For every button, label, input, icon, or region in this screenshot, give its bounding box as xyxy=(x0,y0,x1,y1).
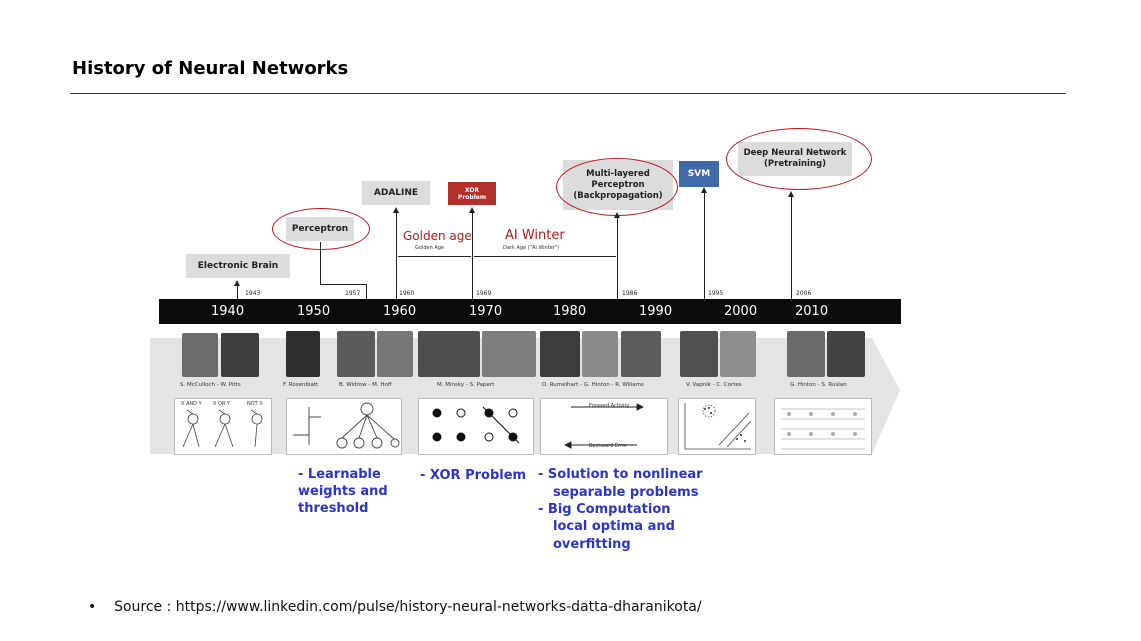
xor-diagram xyxy=(432,406,520,444)
note-mlp-5: overfitting xyxy=(553,537,631,552)
milestone-adaline: ADALINE xyxy=(362,181,430,205)
portrait-rosenblatt xyxy=(286,331,320,377)
xor-line-2: Problem xyxy=(457,193,487,201)
note-perceptron-3: threshold xyxy=(298,501,369,516)
connector-1957 xyxy=(366,284,367,299)
year-label-1957: 1957 xyxy=(345,290,361,297)
dark-age-span xyxy=(474,256,616,257)
panel-deep-network xyxy=(774,398,872,455)
researcher-names-2: F. Rosenblatt xyxy=(283,382,319,388)
year-label-1969: 1969 xyxy=(476,290,492,297)
source-text: Source : https://www.linkedin.com/pulse/… xyxy=(114,599,702,615)
portrait-cortes xyxy=(720,331,756,377)
researcher-names-7: G. Hinton - S. Ruslan xyxy=(790,382,847,388)
dark-age-label: Dark Age ("AI Winter") xyxy=(503,245,560,251)
researcher-names-6: V. Vapnik - C. Cortes xyxy=(686,382,742,388)
note-xor: - XOR Problem xyxy=(420,468,527,483)
year-label-1995: 1995 xyxy=(708,290,724,297)
milestone-electronic-brain: Electronic Brain xyxy=(186,254,290,278)
xor-line-1: XOR xyxy=(464,186,480,194)
panel-svm xyxy=(678,398,756,455)
perceptron-diagram xyxy=(293,402,400,449)
milestone-xor-problem: XOR Problem xyxy=(448,182,496,205)
panel-backpropagation: Forward Activity Backward Error xyxy=(540,398,668,455)
connector-1960 xyxy=(396,212,397,299)
researcher-names-1: S. McCulloch - W. Pitts xyxy=(180,382,241,388)
note-mlp-4: local optima and xyxy=(553,519,675,534)
decade-1980: 1980 xyxy=(553,304,587,319)
decade-2010: 2010 xyxy=(795,304,829,319)
label-forward-activity: Forward Activity xyxy=(589,403,630,409)
golden-age-annotation: Golden age xyxy=(403,229,472,243)
portrait-pitts xyxy=(221,333,259,377)
decade-1960: 1960 xyxy=(383,304,417,319)
label-or: X OR Y xyxy=(213,401,231,407)
note-mlp-1: - Solution to nonlinear xyxy=(538,467,703,482)
backprop-diagram xyxy=(563,403,645,449)
golden-age-span xyxy=(398,256,471,257)
year-label-2006: 2006 xyxy=(796,290,812,297)
arrow-1995 xyxy=(701,187,707,193)
portrait-hinton-2006 xyxy=(787,331,825,377)
portrait-mcculloch xyxy=(182,333,218,377)
portrait-minsky xyxy=(418,331,480,377)
connector-1943 xyxy=(237,285,238,299)
portrait-widrow xyxy=(337,331,375,377)
golden-age-label: Golden Age xyxy=(415,245,445,251)
arrow-1943 xyxy=(234,280,240,286)
portrait-rumelhart xyxy=(540,331,580,377)
source-bullet: • xyxy=(88,599,97,615)
decade-1940: 1940 xyxy=(211,304,245,319)
decade-2000: 2000 xyxy=(724,304,758,319)
connector-2006 xyxy=(791,196,792,299)
decade-1950: 1950 xyxy=(297,304,331,319)
portrait-williams xyxy=(621,331,661,377)
label-and: X AND Y xyxy=(181,401,202,407)
connector-1995 xyxy=(704,192,705,299)
panel-perceptron xyxy=(286,398,402,455)
note-perceptron-2: weights and xyxy=(298,484,388,499)
highlight-ring-perceptron xyxy=(272,208,370,250)
panel-xor xyxy=(418,398,534,455)
portrait-vapnik xyxy=(680,331,718,377)
portrait-ruslan xyxy=(827,331,865,377)
decade-1970: 1970 xyxy=(469,304,503,319)
connector-perceptron-horizontal xyxy=(320,284,366,285)
ai-winter-annotation: AI Winter xyxy=(505,228,565,243)
panel-logic-gates: X AND Y X OR Y NOT X xyxy=(174,398,272,455)
note-mlp-2: separable problems xyxy=(553,485,699,500)
arrow-1960 xyxy=(393,207,399,213)
svm-diagram xyxy=(684,403,752,450)
logic-gates-diagram xyxy=(182,409,263,448)
deep-network-diagram xyxy=(781,408,865,450)
connector-1969 xyxy=(472,212,473,299)
note-perceptron-1: - Learnable xyxy=(298,467,381,482)
arrow-1969 xyxy=(469,207,475,213)
year-label-1960: 1960 xyxy=(399,290,415,297)
label-backward-error: Backward Error xyxy=(589,443,628,449)
portrait-hinton-1986 xyxy=(582,331,618,377)
label-not: NOT X xyxy=(247,401,263,407)
decade-1990: 1990 xyxy=(639,304,673,319)
researcher-names-5: D. Rumelhart - G. Hinton - R. Wiliams xyxy=(542,382,644,388)
milestone-svm: SVM xyxy=(679,161,719,187)
connector-1986 xyxy=(617,217,618,299)
highlight-ring-multilayer-perceptron xyxy=(556,158,678,216)
arrow-1986 xyxy=(614,212,620,218)
note-mlp-3: - Big Computation xyxy=(538,502,671,517)
timeline-bar xyxy=(159,299,901,324)
title-underline xyxy=(70,93,1066,94)
researcher-names-3: B. Widrow - M. Hoff xyxy=(339,382,392,388)
page-title: History of Neural Networks xyxy=(72,58,349,79)
year-label-1943: 1943 xyxy=(245,290,261,297)
year-label-1986: 1986 xyxy=(622,290,638,297)
connector-perceptron-down xyxy=(320,242,321,284)
arrow-2006 xyxy=(788,191,794,197)
portrait-hoff xyxy=(377,331,413,377)
source-citation: • Source : https://www.linkedin.com/puls… xyxy=(88,599,702,615)
researcher-names-4: M. Minsky - S. Papert xyxy=(437,382,495,388)
highlight-ring-deep-neural-network xyxy=(726,128,872,190)
portrait-papert xyxy=(482,331,536,377)
